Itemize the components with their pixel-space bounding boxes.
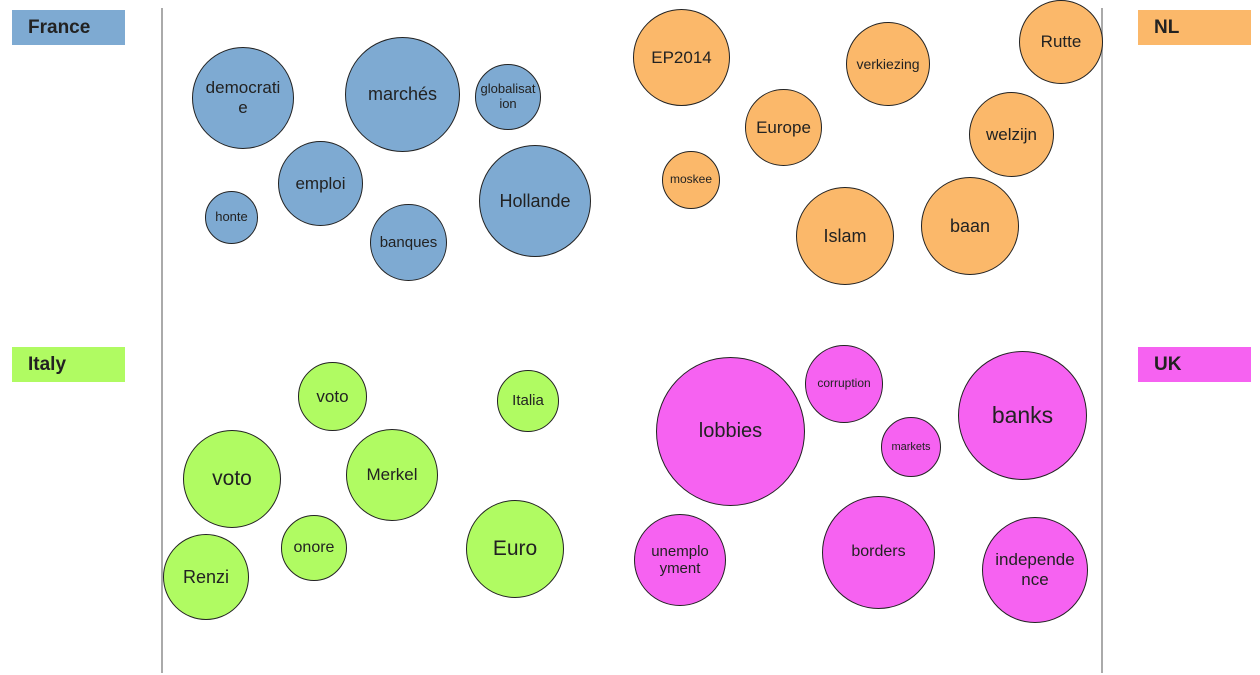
bubble-italy-italia: Italia	[497, 370, 559, 432]
bubble-france-democratie: democratie	[192, 47, 294, 149]
bubble-france-banques: banques	[370, 204, 447, 281]
left-divider	[161, 8, 163, 673]
bubble-uk-lobbies: lobbies	[656, 357, 805, 506]
bubble-nl-baan: baan	[921, 177, 1019, 275]
label-france: France	[12, 10, 125, 45]
bubble-uk-corruption: corruption	[805, 345, 883, 423]
bubble-nl-verkiezing: verkiezing	[846, 22, 930, 106]
bubble-uk-banks: banks	[958, 351, 1087, 480]
bubble-nl-islam: Islam	[796, 187, 894, 285]
bubble-italy-euro: Euro	[466, 500, 564, 598]
bubble-nl-moskee: moskee	[662, 151, 720, 209]
bubble-italy-merkel: Merkel	[346, 429, 438, 521]
bubble-france-emploi: emploi	[278, 141, 363, 226]
bubble-france-hollande: Hollande	[479, 145, 591, 257]
label-uk: UK	[1138, 347, 1251, 382]
bubble-italy-onore: onore	[281, 515, 347, 581]
bubble-nl-europe: Europe	[745, 89, 822, 166]
bubble-italy-voto-small: voto	[298, 362, 367, 431]
right-divider	[1101, 8, 1103, 673]
bubble-italy-voto-large: voto	[183, 430, 281, 528]
bubble-uk-borders: borders	[822, 496, 935, 609]
bubble-italy-renzi: Renzi	[163, 534, 249, 620]
bubble-nl-ep2014: EP2014	[633, 9, 730, 106]
bubble-uk-independence: independence	[982, 517, 1088, 623]
bubble-uk-markets: markets	[881, 417, 941, 477]
bubble-france-honte: honte	[205, 191, 258, 244]
bubble-france-marches: marchés	[345, 37, 460, 152]
bubble-uk-unemployment: unemployment	[634, 514, 726, 606]
label-italy: Italy	[12, 347, 125, 382]
bubble-nl-rutte: Rutte	[1019, 0, 1103, 84]
bubble-france-globalisation: globalisation	[475, 64, 541, 130]
label-nl: NL	[1138, 10, 1251, 45]
bubble-nl-welzijn: welzijn	[969, 92, 1054, 177]
